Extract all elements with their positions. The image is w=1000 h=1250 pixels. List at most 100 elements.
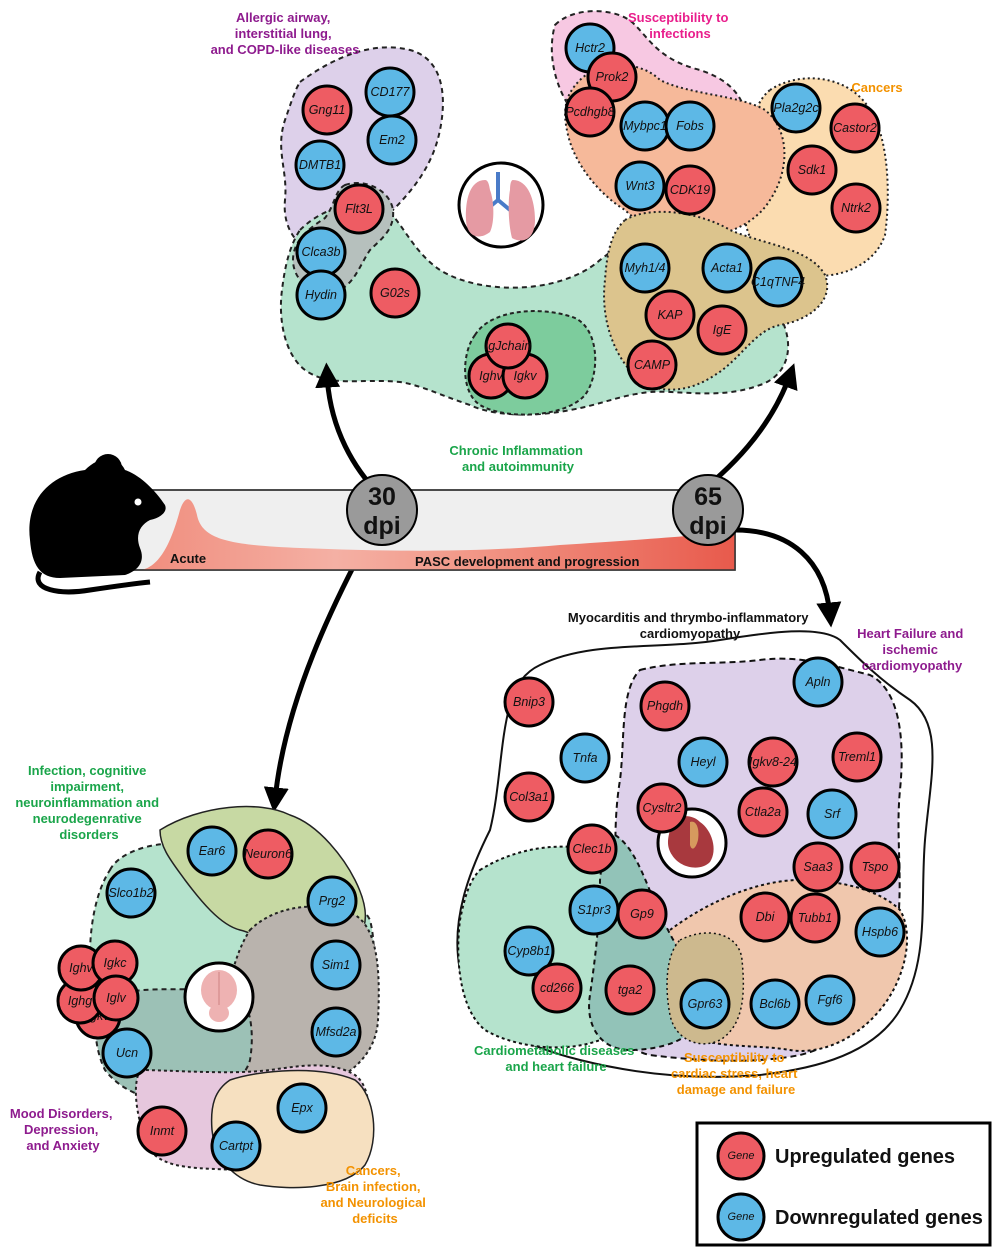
gene-circle: [854, 906, 906, 958]
gene-label: Sdk1: [798, 163, 827, 177]
gene-label: Fobs: [676, 119, 704, 133]
gene-circle: [310, 1006, 362, 1058]
gene-label: Saa3: [803, 860, 832, 874]
legend-item-downregulated: Gene Downregulated genes: [716, 1192, 983, 1242]
gene-circle: [752, 256, 804, 308]
label-myocarditis: Myocarditis and thrymbo-inflammatory car…: [568, 610, 812, 641]
gene-circle: [295, 269, 347, 321]
gene-circle: [503, 771, 555, 823]
legend-down-label: Downregulated genes: [775, 1207, 983, 1229]
mouse-icon: [29, 454, 166, 595]
gene-label: Myh1/4: [625, 261, 666, 275]
gene-lung-pla2g2c: Pla2g2c: [770, 82, 822, 134]
gene-circle: [830, 182, 882, 234]
gene-label: Cysltr2: [643, 801, 682, 815]
gene-circle: [770, 82, 822, 134]
gene-circle: [105, 867, 157, 919]
gene-brain-ucn: Ucn: [101, 1027, 153, 1079]
gene-lung-pcdhgb8: Pcdhgb8: [564, 86, 616, 138]
label-cardiometabolic: Cardiometabolic diseases and heart failu…: [474, 1043, 638, 1074]
gene-circle: [677, 736, 729, 788]
legend-up-label: Upregulated genes: [775, 1146, 955, 1168]
gene-circle: [679, 978, 731, 1030]
gene-lung-em2: Em2: [366, 114, 418, 166]
gene-label: Hctr2: [575, 41, 605, 55]
gene-label: Acta1: [710, 261, 743, 275]
gene-circle: [484, 322, 532, 370]
gene-label: Ighv: [479, 369, 503, 383]
gene-label: Flt3L: [345, 202, 373, 216]
gene-circle: [101, 1027, 153, 1079]
gene-label: Ear6: [199, 844, 225, 858]
gene-circle: [626, 339, 678, 391]
gene-heart-tubb1: Tubb1: [789, 892, 841, 944]
gene-label: Ighg: [68, 994, 92, 1008]
gene-heart-phgdh: Phgdh: [639, 680, 691, 732]
gene-heart-cysltr2: Cysltr2: [636, 782, 688, 834]
label-heart-failure: Heart Failure and ischemic cardiomyopath…: [857, 626, 967, 673]
gene-heart-cd266: cd266: [531, 962, 583, 1014]
gene-circle: [276, 1082, 328, 1134]
legend: Gene Upregulated genes Gene Downregulate…: [695, 1121, 992, 1247]
lung-icon: [457, 161, 545, 249]
gene-lung-castor2: Castor2: [829, 102, 881, 154]
gene-circle: [136, 1105, 188, 1157]
gene-circle: [242, 828, 294, 880]
gene-heart-gp9: Gp9: [616, 888, 668, 940]
gene-circle: [792, 656, 844, 708]
gene-label: Apln: [804, 675, 830, 689]
gene-label: Tubb1: [798, 911, 833, 925]
gene-label: Clca3b: [302, 245, 341, 259]
gene-circle: [186, 825, 238, 877]
gene-label: DMTB1: [299, 158, 341, 172]
gene-lung-myh1-4: Myh1/4: [619, 242, 671, 294]
timepoint-65-unit: dpi: [689, 512, 727, 540]
gene-label: Gp9: [630, 907, 654, 921]
gene-label: Col3a1: [509, 790, 549, 804]
gene-label: Igkv: [514, 369, 538, 383]
gene-label: Pcdhgb8: [565, 105, 614, 119]
acute-curve: [120, 499, 735, 570]
gene-label: Gpr63: [688, 997, 723, 1011]
gene-circle: [792, 841, 844, 893]
gene-label: Prok2: [596, 70, 629, 84]
timepoint-65-number: 65: [694, 483, 722, 511]
gene-label: Hspb6: [862, 925, 898, 939]
gene-label: CD177: [371, 85, 411, 99]
gene-circle: [310, 939, 362, 991]
gene-lung-mybpc1: Mybpc1: [619, 100, 671, 152]
gene-brain-neuron6: Neuron6: [242, 828, 294, 880]
gene-circle: [369, 267, 421, 319]
gene-heart-tnfa: Tnfa: [559, 732, 611, 784]
gene-heart-cyp8b1: Cyp8b1: [503, 925, 555, 977]
acute-label: Acute: [170, 551, 206, 566]
gene-circle: [559, 732, 611, 784]
gene-heart-srf: Srf: [806, 788, 858, 840]
gene-brain-ighg: Ighg: [56, 977, 104, 1025]
gene-heart-saa3: Saa3: [792, 841, 844, 893]
gene-label: Clec1b: [573, 842, 612, 856]
gene-label: Slco1b2: [108, 886, 153, 900]
gene-lung-ige: IgE: [696, 304, 748, 356]
gene-lung-fobs: Fobs: [664, 100, 716, 152]
gene-circle: [614, 160, 666, 212]
gene-heart-igkv8-24: Igkv8-24: [747, 736, 799, 788]
gene-circle: [566, 823, 618, 875]
gene-circle: [806, 788, 858, 840]
gene-label: Bnip3: [513, 695, 545, 709]
gene-heart-ctla2a: Ctla2a: [737, 786, 789, 838]
gene-heart-tspo: Tspo: [849, 841, 901, 893]
label-mood: Mood Disorders, Depression, and Anxiety: [10, 1106, 116, 1153]
gene-circle: [786, 144, 838, 196]
timepoint-65dpi: 65 dpi: [672, 474, 744, 546]
gene-lung-wnt3: Wnt3: [614, 160, 666, 212]
gene-lung-c1qtnf4: C1qTNF4: [751, 256, 805, 308]
gene-label: Dbi: [756, 910, 776, 924]
gene-brain-ear6: Ear6: [186, 825, 238, 877]
gene-label: Hydin: [305, 288, 337, 302]
gene-lung-gng11: Gng11: [301, 84, 353, 136]
timepoint-30-number: 30: [368, 483, 396, 511]
gene-circle: [664, 164, 716, 216]
